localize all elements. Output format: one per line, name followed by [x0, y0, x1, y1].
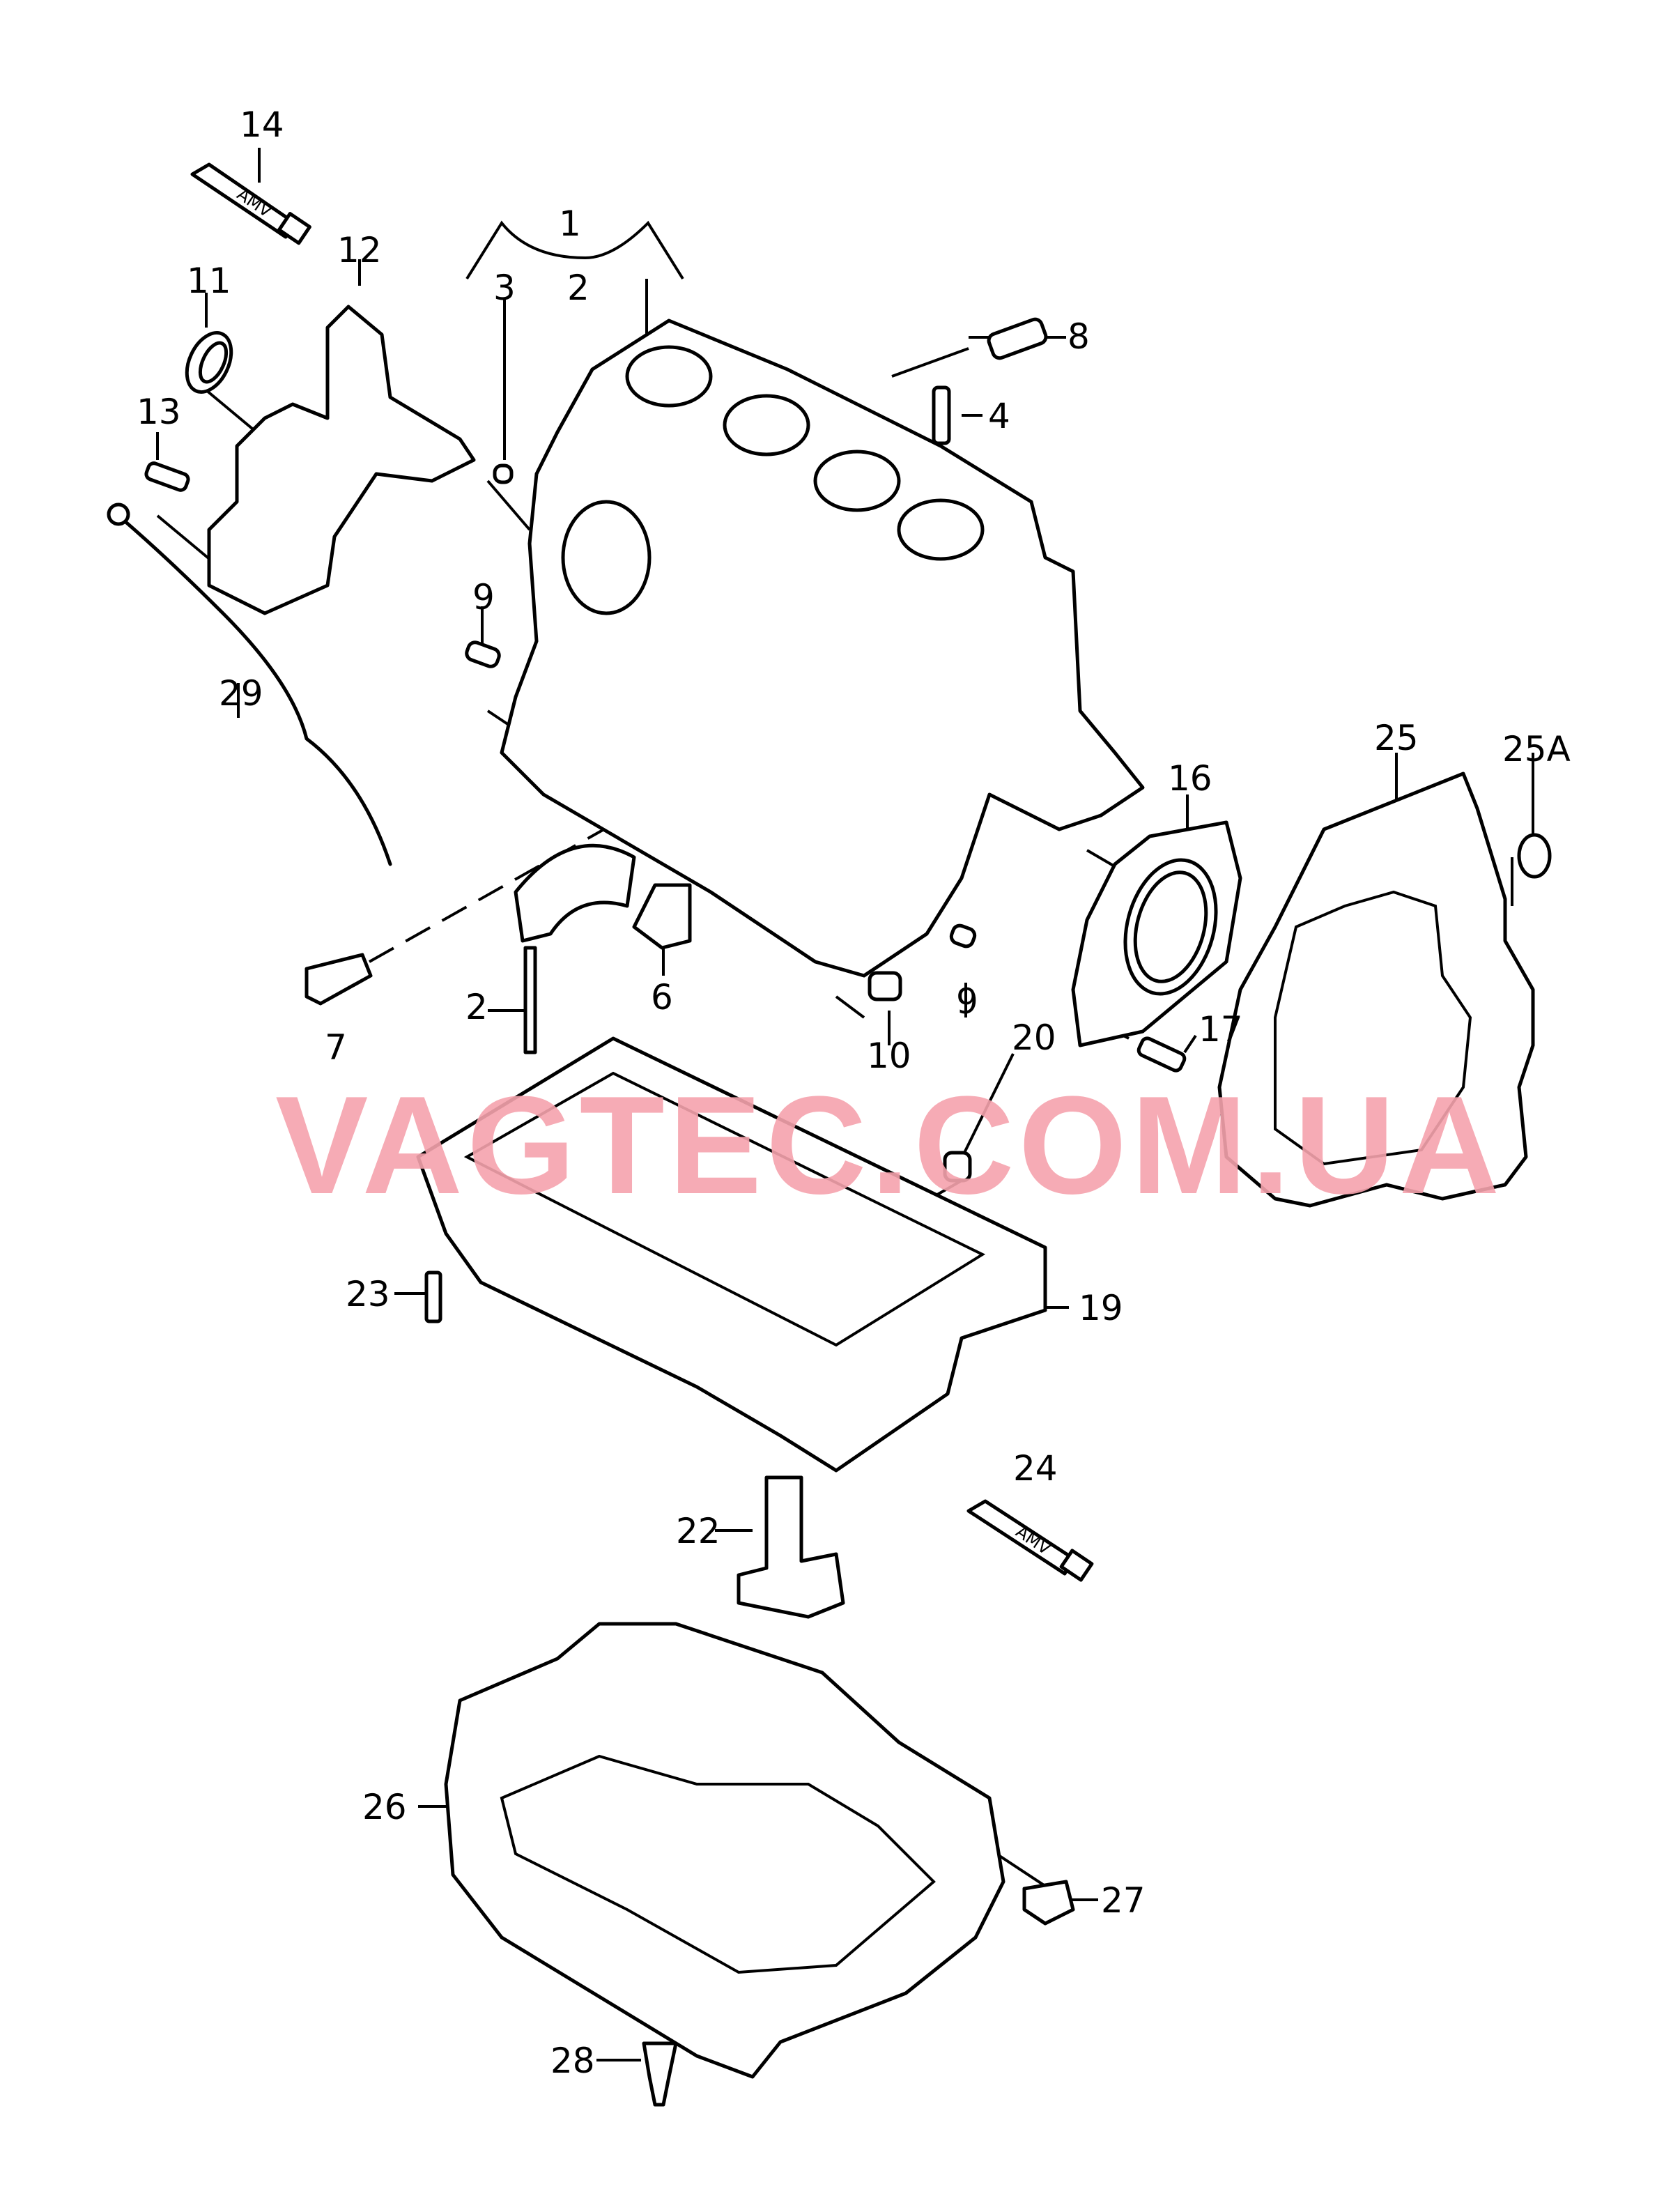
callout-4: 4 — [988, 396, 1010, 436]
dowel-4 — [932, 385, 951, 445]
oil-pressure-switch-6 — [632, 883, 692, 950]
callout-12: 12 — [337, 230, 382, 270]
bolt-17 — [1136, 1036, 1187, 1073]
seal-ring-11 — [185, 331, 233, 394]
oil-pan-upper-inner — [463, 1071, 986, 1347]
clip-28 — [642, 2041, 678, 2107]
callout-20: 20 — [1012, 1018, 1056, 1058]
callout-9-left: 9 — [472, 577, 495, 617]
sealant-tube-24: AMV — [966, 1499, 1094, 1582]
callout-27: 27 — [1101, 1880, 1146, 1921]
callout-19: 19 — [1079, 1288, 1123, 1328]
rear-seal-flange-16 — [1071, 820, 1242, 1047]
callout-17: 17 — [1199, 1009, 1243, 1050]
callout-14: 14 — [240, 105, 284, 145]
plug-8 — [987, 317, 1048, 360]
oil-pan-upper-19 — [416, 1036, 1047, 1473]
watermark-text: VAGTEC.COM.UA — [275, 1068, 1504, 1223]
oil-jet-7 — [305, 953, 373, 1006]
bearing-cap-2 — [514, 843, 636, 943]
dowel-10 — [868, 971, 902, 1001]
callout-28: 28 — [550, 2041, 595, 2081]
dowel-9-right — [949, 923, 977, 949]
plug-25a — [1517, 833, 1552, 879]
callout-2-bolt: 2 — [465, 987, 488, 1027]
callout-8: 8 — [1068, 316, 1090, 357]
dowel-9-left — [465, 640, 501, 668]
gasket-plate-25 — [1217, 771, 1535, 1208]
callout-labels: 14 1 3 2 12 11 8 4 13 9 29 25 25A 16 2 7… — [137, 105, 1571, 2081]
oil-pan-lower-inner — [500, 1754, 936, 1974]
bolt-13 — [144, 461, 190, 492]
bolt-23 — [424, 1270, 442, 1323]
bracket-12 — [207, 305, 476, 615]
callout-26: 26 — [362, 1787, 407, 1827]
dipstick-guide-29 — [116, 514, 392, 866]
callout-3: 3 — [493, 268, 516, 308]
water-pump-flange — [561, 500, 652, 615]
callout-13: 13 — [137, 392, 181, 432]
bolt-2 — [523, 946, 537, 1054]
clip-27 — [1022, 1880, 1075, 1926]
callout-24: 24 — [1013, 1448, 1058, 1489]
dipstick-cap — [107, 502, 130, 526]
oil-pan-lower-26 — [444, 1622, 1005, 2079]
callout-11: 11 — [187, 261, 231, 301]
callout-10: 10 — [867, 1036, 911, 1076]
gasket-plate-cutout — [1274, 890, 1472, 1166]
drain-plug-20 — [943, 1151, 972, 1183]
sleeve-3 — [493, 463, 514, 484]
cylinder-bores — [625, 345, 985, 561]
callout-1: 1 — [559, 204, 581, 244]
callout-7: 7 — [325, 1027, 347, 1068]
cylinder-block-1 — [500, 318, 1145, 978]
sealant-tube-14: AMV — [190, 162, 311, 245]
callout-25a: 25A — [1502, 729, 1571, 769]
callout-22: 22 — [676, 1511, 720, 1551]
callout-6: 6 — [651, 977, 673, 1018]
callout-16: 16 — [1168, 758, 1212, 799]
callout-23: 23 — [346, 1274, 390, 1314]
callout-25: 25 — [1374, 718, 1419, 758]
oil-level-sensor-22 — [737, 1475, 845, 1619]
callout-2-top: 2 — [567, 268, 589, 308]
callout-9-right: 9 — [956, 981, 978, 1022]
callout-29: 29 — [219, 673, 263, 714]
